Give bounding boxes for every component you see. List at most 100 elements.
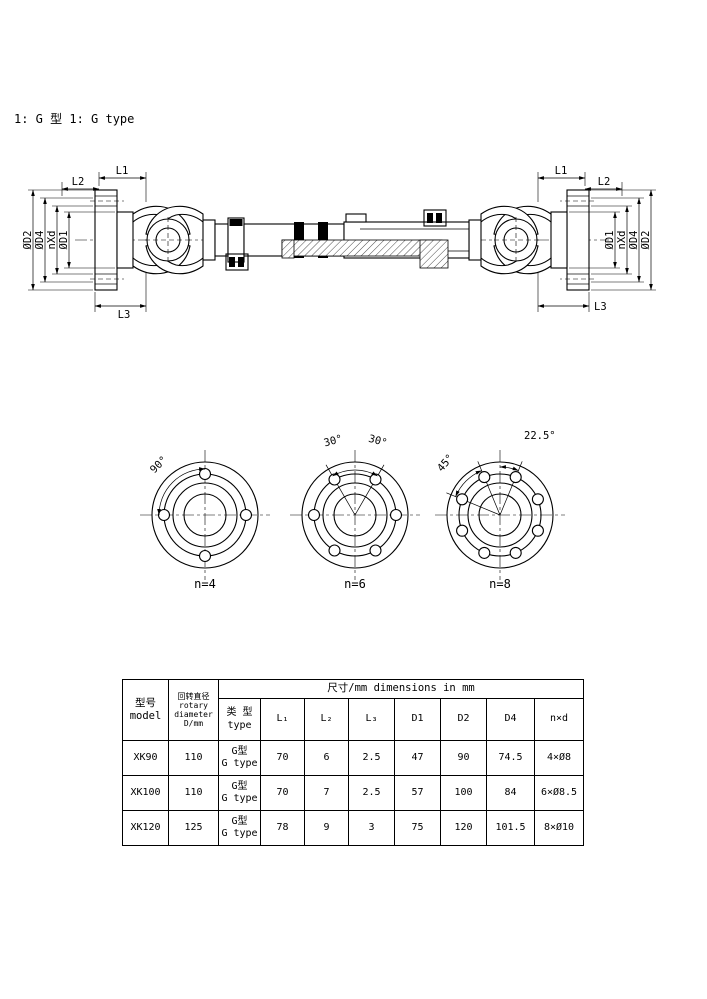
cell-d4: 84 — [486, 775, 535, 811]
col-header-d2: D2 — [440, 698, 487, 741]
left-dimensions: L1 L2 L3 ØD2 ØD4 nXd ØD1 — [22, 165, 147, 321]
right-universal-joint — [468, 189, 595, 291]
cell-l1: 78 — [260, 810, 305, 846]
bolt-hole — [509, 546, 522, 559]
flange-bolt-pattern-views: 90° n=4 30° 30° n=6 — [140, 430, 565, 591]
cell-rotary: 110 — [168, 740, 219, 776]
dim-label-d4: ØD4 — [628, 231, 640, 250]
cell-l1: 70 — [260, 740, 305, 776]
bolt-hole — [198, 549, 212, 563]
figure-caption: 1: G 型 1: G type — [14, 112, 135, 126]
cell-type-en: G type — [221, 758, 258, 769]
flange-view-n4: 90° n=4 — [140, 450, 270, 591]
cell-type-en: G type — [221, 793, 258, 804]
weld-band — [229, 219, 243, 226]
table-row: XK100 110 G型 G type 70 7 2.5 57 100 84 6… — [122, 775, 584, 811]
angle-label: 45° — [435, 452, 456, 474]
table-row: XK90 110 G型 G type 70 6 2.5 47 90 74.5 4… — [122, 740, 584, 776]
dim-label-nxd: nXd — [616, 231, 628, 250]
col-header-d4: D4 — [486, 698, 535, 741]
bolt-hole — [478, 471, 491, 484]
spline-section-hatch — [281, 239, 443, 257]
dim-label-d2: ØD2 — [640, 231, 652, 250]
col-header-d1: D1 — [394, 698, 441, 741]
dim-label-l2: L2 — [72, 176, 85, 188]
cell-rotary: 125 — [168, 810, 219, 846]
col-header-rotary-diameter: 回转直径 rotary diameter D/mm — [168, 679, 219, 741]
cell-type-zh: G型 — [231, 815, 248, 827]
dim-label-d1: ØD1 — [58, 231, 70, 250]
cell-model: XK120 — [122, 810, 169, 846]
bolt-hole — [198, 467, 212, 481]
bolt-hole — [456, 524, 469, 537]
col-header-type-en: type — [227, 719, 252, 731]
cell-type-en: G type — [221, 828, 258, 839]
bolt-hole — [478, 546, 491, 559]
view-label-n8: n=8 — [489, 577, 511, 591]
bolt-hole — [509, 471, 522, 484]
spline-section-hatch — [419, 239, 449, 269]
cell-type-zh: G型 — [231, 745, 248, 757]
flange-view-n6: 30° 30° n=6 — [290, 433, 420, 591]
dimension-table: 型号 model 回转直径 rotary diameter D/mm 尺寸/mm… — [122, 679, 584, 846]
col-header-model-zh: 型号 — [135, 696, 156, 709]
col-header-l1: L₁ — [260, 698, 305, 741]
cell-type: G型 G type — [218, 810, 261, 846]
bolt-hole — [369, 544, 382, 557]
cell-type: G型 G type — [218, 740, 261, 776]
bolt-hole — [389, 508, 403, 522]
dim-label-d4: ØD4 — [34, 231, 46, 250]
cell-d2: 90 — [440, 740, 487, 776]
dim-label-l2: L2 — [598, 176, 611, 188]
weld-symbol — [423, 209, 447, 227]
bolt-hole — [307, 508, 321, 522]
bolt-hole — [328, 544, 341, 557]
cell-type-zh: G型 — [231, 780, 248, 792]
cell-l1: 70 — [260, 775, 305, 811]
cell-d2: 120 — [440, 810, 487, 846]
flange-view-n8: 45° 22.5° n=8 — [435, 430, 565, 591]
col-header-type-zh: 类 型 — [226, 707, 253, 718]
dim-label-l1: L1 — [555, 165, 568, 177]
bolt-hole — [328, 473, 341, 486]
cell-type: G型 G type — [218, 775, 261, 811]
cell-l3: 2.5 — [348, 740, 395, 776]
cell-rotary: 110 — [168, 775, 219, 811]
bolt-hole — [531, 493, 544, 506]
dim-label-l3: L3 — [594, 301, 607, 313]
dim-label-d2: ØD2 — [22, 231, 34, 250]
spline-section-hatch — [281, 239, 295, 259]
dim-label-nxd: nXd — [46, 231, 58, 250]
cell-l2: 6 — [304, 740, 349, 776]
weld-symbol — [225, 253, 249, 271]
col-header-rotary-en2: diameter — [174, 710, 213, 719]
table-title: 尺寸/mm dimensions in mm — [218, 679, 584, 699]
bolt-hole — [239, 508, 253, 522]
bolt-hole — [531, 524, 544, 537]
cell-d1: 75 — [394, 810, 441, 846]
cell-d1: 57 — [394, 775, 441, 811]
intermediate-shaft — [214, 209, 470, 271]
col-header-model: 型号 model — [122, 679, 169, 741]
col-header-rotary-zh: 回转直径 — [177, 691, 210, 701]
shaft-assembly-drawing: L1 L2 L3 ØD2 ØD4 nXd ØD1 — [22, 165, 656, 321]
table-row: XK120 125 G型 G type 78 9 3 75 120 101.5 … — [122, 810, 584, 846]
bolt-hole — [157, 508, 171, 522]
cell-nxd: 4×Ø8 — [534, 740, 584, 776]
bolt-hole — [369, 473, 382, 486]
cell-l3: 2.5 — [348, 775, 395, 811]
cell-l2: 9 — [304, 810, 349, 846]
col-header-rotary-en3: D/mm — [183, 719, 204, 729]
col-header-l3: L₃ — [348, 698, 395, 741]
cell-d2: 100 — [440, 775, 487, 811]
dim-label-l1: L1 — [116, 165, 129, 177]
angle-label: 30° — [323, 433, 344, 450]
cell-nxd: 6×Ø8.5 — [534, 775, 584, 811]
cell-l2: 7 — [304, 775, 349, 811]
col-header-type: 类 型 type — [218, 698, 261, 741]
view-label-n6: n=6 — [344, 577, 366, 591]
col-header-rotary-en1: rotary — [179, 700, 208, 710]
dim-label-d1: ØD1 — [604, 231, 616, 250]
dim-label-l3: L3 — [118, 309, 131, 321]
